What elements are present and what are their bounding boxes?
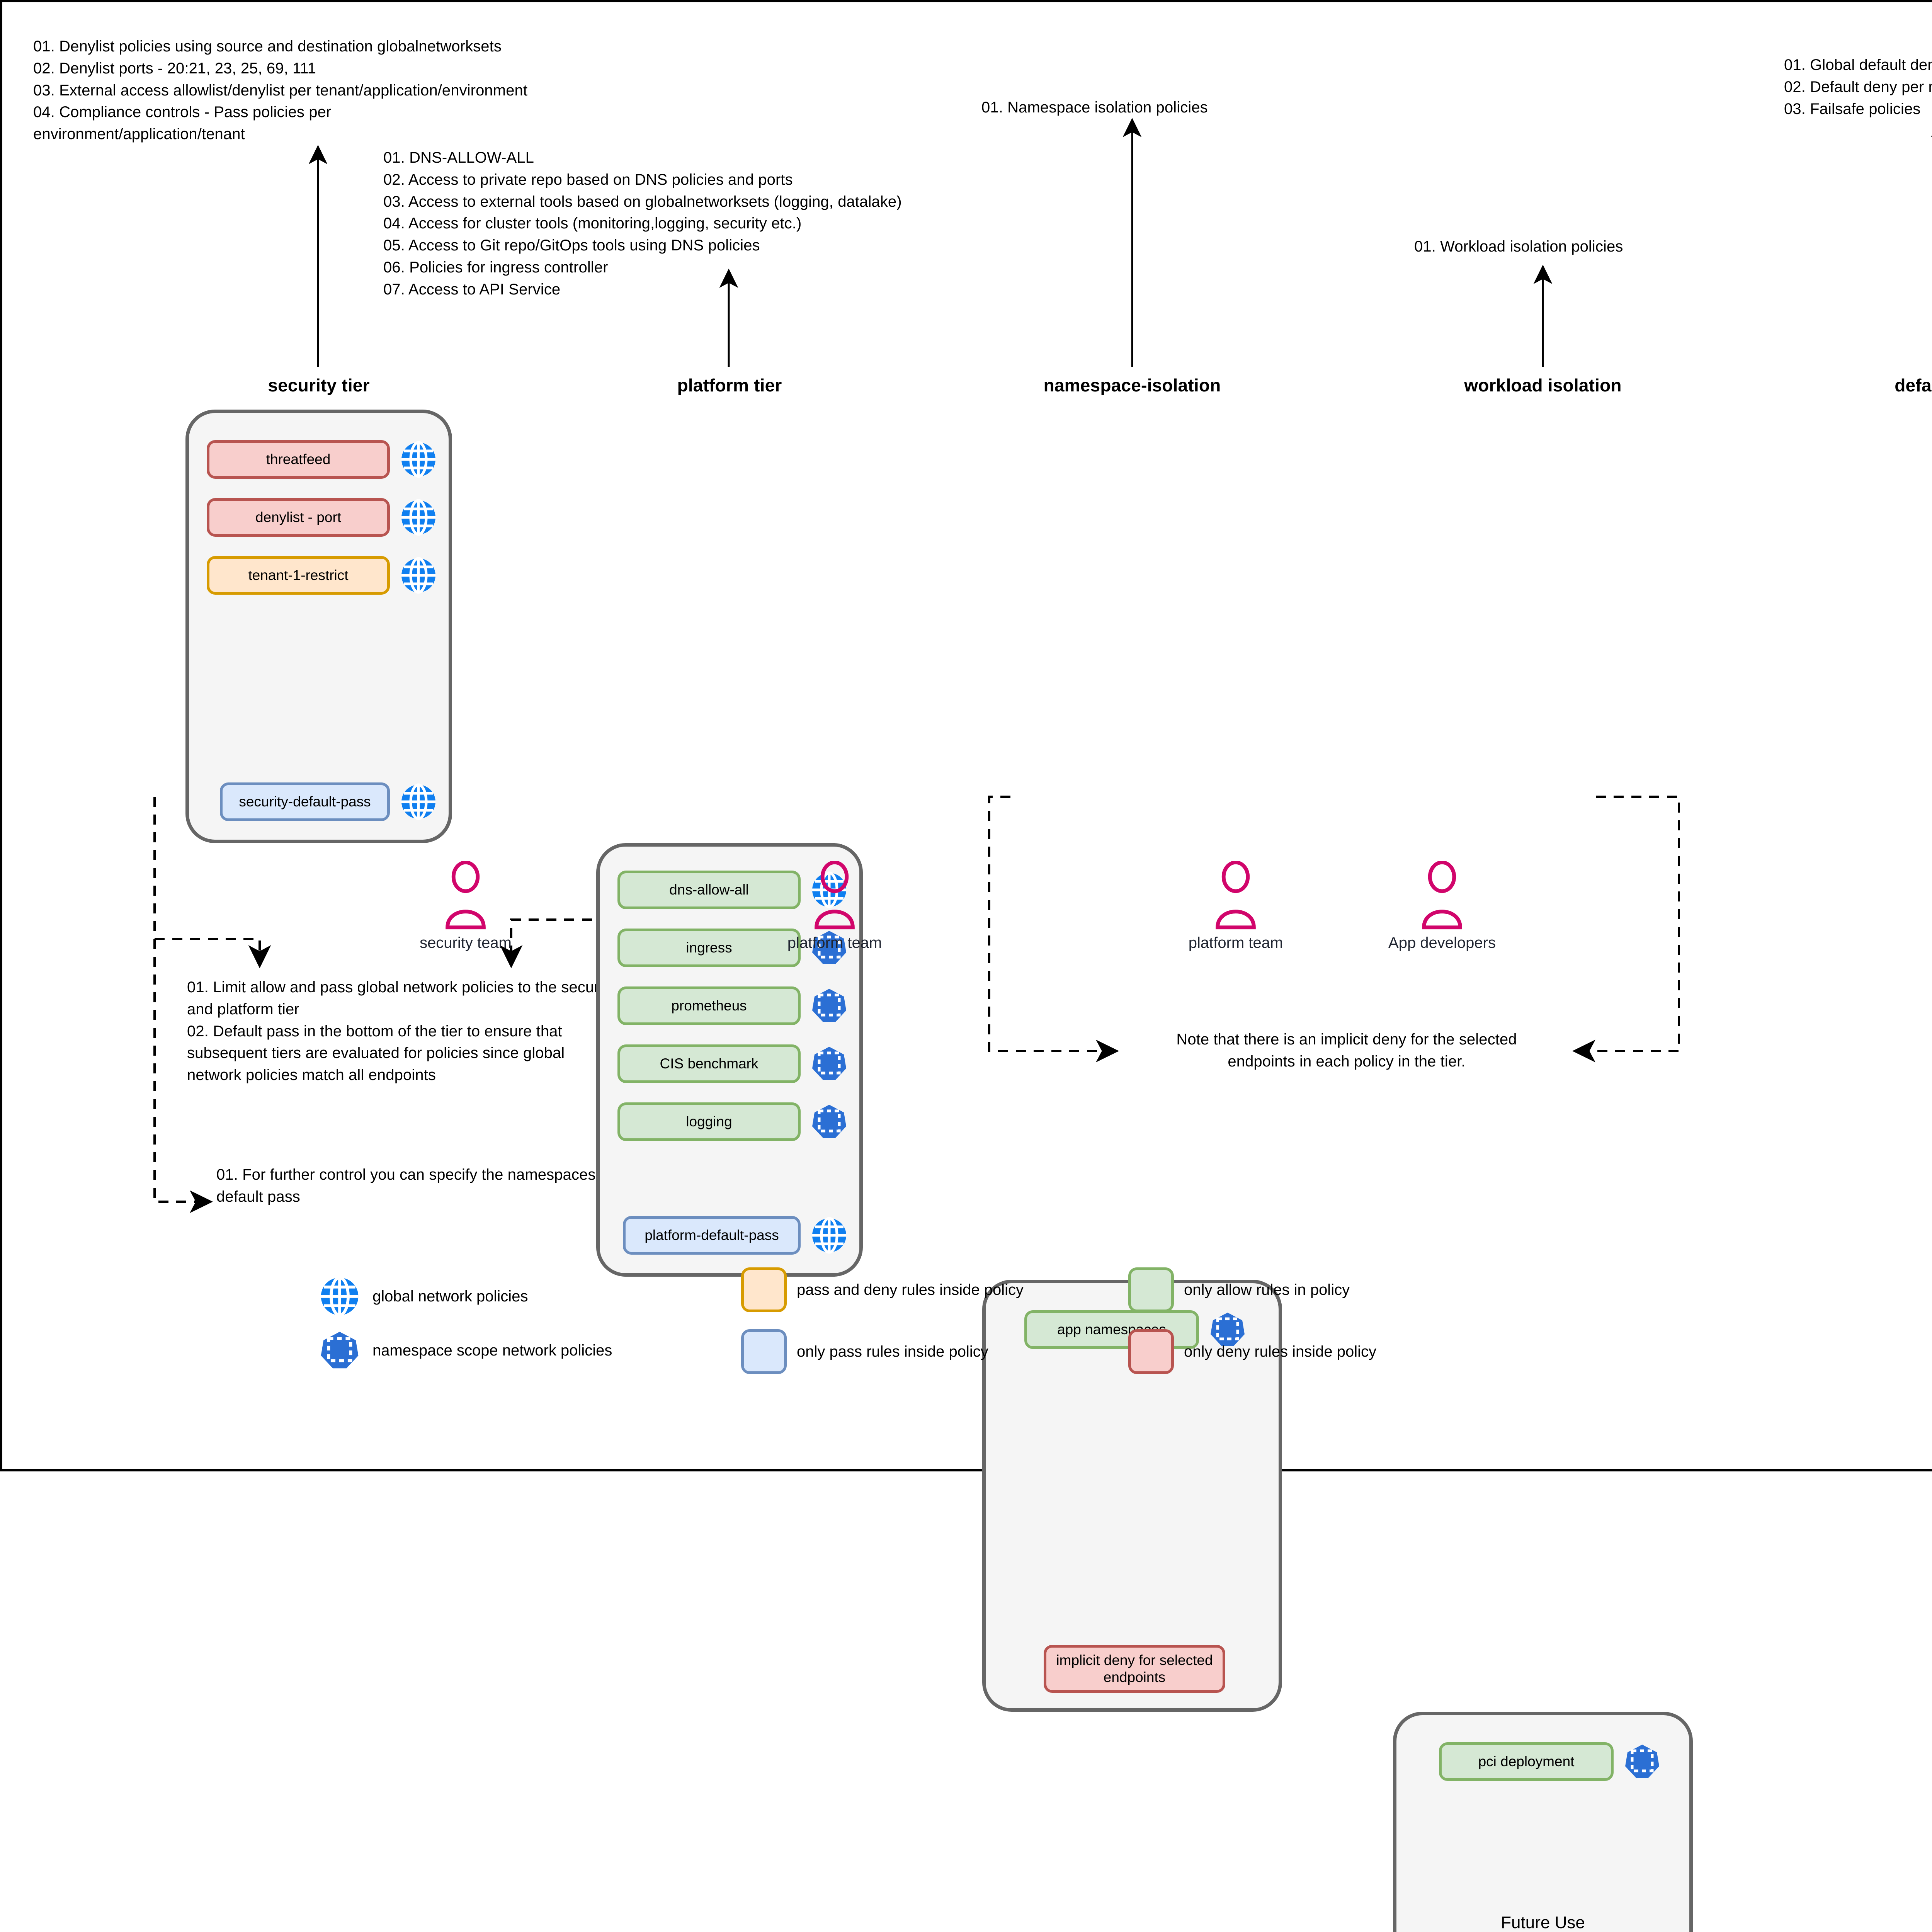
policy-chip-platform-default-pass[interactable]: platform-default-pass — [623, 1216, 801, 1255]
workload-future-use-label: Future Use — [1501, 1913, 1585, 1932]
namespace-scope-policy-icon — [1207, 1309, 1248, 1350]
legend-label: pass and deny rules inside policy — [797, 1281, 1024, 1298]
global-network-policy-icon — [398, 439, 439, 480]
user-icon — [446, 861, 486, 930]
tier-title-workload-isolation: workload isolation — [1464, 375, 1622, 395]
tier-box-security: threatfeed denylist - port tenant-1-rest… — [185, 410, 452, 843]
legend-swatch-deny — [1128, 1329, 1174, 1374]
legend-item-only-pass: only pass rules inside policy — [741, 1329, 988, 1374]
tier-title-default: default tier — [1895, 375, 1932, 395]
tier-title-security: security tier — [268, 375, 370, 395]
policy-chip-cis-benchmark[interactable]: CIS benchmark — [617, 1044, 801, 1083]
global-network-policy-icon — [808, 1214, 850, 1256]
persona-label: security team — [420, 934, 512, 951]
policy-chip-security-default-pass[interactable]: security-default-pass — [220, 782, 390, 821]
legend-swatch-mixed — [741, 1267, 787, 1312]
workload-isolation-note: 01. Workload isolation policies — [1414, 238, 1623, 255]
namespace-scope-policy-icon — [808, 927, 850, 969]
user-icon — [1422, 861, 1462, 930]
policy-row-tenant-1-restrict[interactable]: tenant-1-restrict — [207, 554, 439, 596]
policy-chip-dns-allow-all[interactable]: dns-allow-all — [617, 871, 801, 909]
default-tier-note: 01. Global default deny 02. Default deny… — [1784, 56, 1932, 117]
policy-chip-implicit-deny[interactable]: implicit deny for selected endpoints — [1044, 1645, 1225, 1693]
tier-title-platform: platform tier — [677, 375, 782, 395]
namespace-scope-policy-icon — [317, 1329, 362, 1372]
persona-platform-team-namespace: platform team — [1178, 861, 1294, 952]
policy-row-prometheus[interactable]: prometheus — [617, 985, 850, 1027]
global-network-policy-icon — [398, 497, 439, 538]
policy-row-platform-default-pass[interactable]: platform-default-pass — [623, 1214, 850, 1256]
legend-label: only deny rules inside policy — [1184, 1343, 1377, 1360]
legend-swatch-pass — [741, 1329, 787, 1374]
policy-row-app-namespaces[interactable]: app namespaces — [1024, 1309, 1269, 1350]
legend-label: global network policies — [372, 1287, 528, 1305]
global-network-policy-icon — [317, 1275, 362, 1318]
namespace-scope-policy-icon — [808, 1101, 850, 1143]
policy-row-cis-benchmark[interactable]: CIS benchmark — [617, 1043, 850, 1085]
policy-chip-ingress[interactable]: ingress — [617, 929, 801, 967]
legend-label: only allow rules in policy — [1184, 1281, 1350, 1298]
legend-item-global-network-policies: global network policies — [317, 1275, 528, 1318]
security-tier-note: 01. Denylist policies using source and d… — [33, 38, 528, 143]
policy-chip-threatfeed[interactable]: threatfeed — [207, 440, 390, 479]
global-network-policy-icon — [398, 781, 439, 823]
tier-box-workload-isolation: pci deployment Future Use implicit deny … — [1393, 1712, 1693, 1932]
tier-title-namespace-isolation: namespace-isolation — [1043, 375, 1221, 395]
persona-security-team: security team — [408, 861, 524, 952]
policy-chip-pci-deployment[interactable]: pci deployment — [1439, 1742, 1614, 1781]
legend-item-only-deny: only deny rules inside policy — [1128, 1329, 1376, 1374]
policy-chip-tenant-1-restrict[interactable]: tenant-1-restrict — [207, 556, 390, 595]
platform-tier-note: 01. DNS-ALLOW-ALL 02. Access to private … — [383, 149, 902, 298]
policy-chip-logging[interactable]: logging — [617, 1102, 801, 1141]
namespace-scope-policy-icon — [1621, 1741, 1663, 1782]
policy-row-implicit-deny-namespace[interactable]: implicit deny for selected endpoints — [1044, 1645, 1269, 1693]
policy-row-security-default-pass[interactable]: security-default-pass — [220, 781, 439, 823]
policy-chip-prometheus[interactable]: prometheus — [617, 986, 801, 1025]
default-pass-namespaces-note: 01. For further control you can specify … — [216, 1166, 638, 1205]
persona-label: App developers — [1388, 934, 1496, 951]
legend-item-pass-and-deny: pass and deny rules inside policy — [741, 1267, 1024, 1312]
global-network-policy-icon — [398, 554, 439, 596]
policy-chip-app-namespaces[interactable]: app namespaces — [1024, 1310, 1199, 1349]
policy-row-logging[interactable]: logging — [617, 1101, 850, 1143]
legend-swatch-allow — [1128, 1267, 1174, 1312]
user-icon — [815, 861, 855, 930]
policy-row-pci-deployment[interactable]: pci deployment — [1439, 1741, 1680, 1782]
legend-label: only pass rules inside policy — [797, 1343, 988, 1360]
namespace-scope-policy-icon — [808, 1043, 850, 1085]
legend-label: namespace scope network policies — [372, 1342, 612, 1359]
policy-chip-denylist-port[interactable]: denylist - port — [207, 498, 390, 537]
policy-row-denylist-port[interactable]: denylist - port — [207, 497, 439, 538]
persona-app-developers: App developers — [1376, 861, 1508, 952]
user-icon — [1216, 861, 1256, 930]
implicit-deny-note: Note that there is an implicit deny for … — [1176, 1031, 1517, 1070]
persona-label: platform team — [1188, 934, 1283, 951]
namespace-scope-policy-icon — [808, 985, 850, 1027]
legend-item-only-allow: only allow rules in policy — [1128, 1267, 1350, 1312]
persona-platform-team: platform team — [777, 861, 893, 952]
policy-row-threatfeed[interactable]: threatfeed — [207, 439, 439, 480]
legend-item-namespace-scope-policies: namespace scope network policies — [317, 1329, 612, 1372]
persona-label: platform team — [787, 934, 882, 951]
namespace-isolation-note: 01. Namespace isolation policies — [981, 99, 1208, 116]
